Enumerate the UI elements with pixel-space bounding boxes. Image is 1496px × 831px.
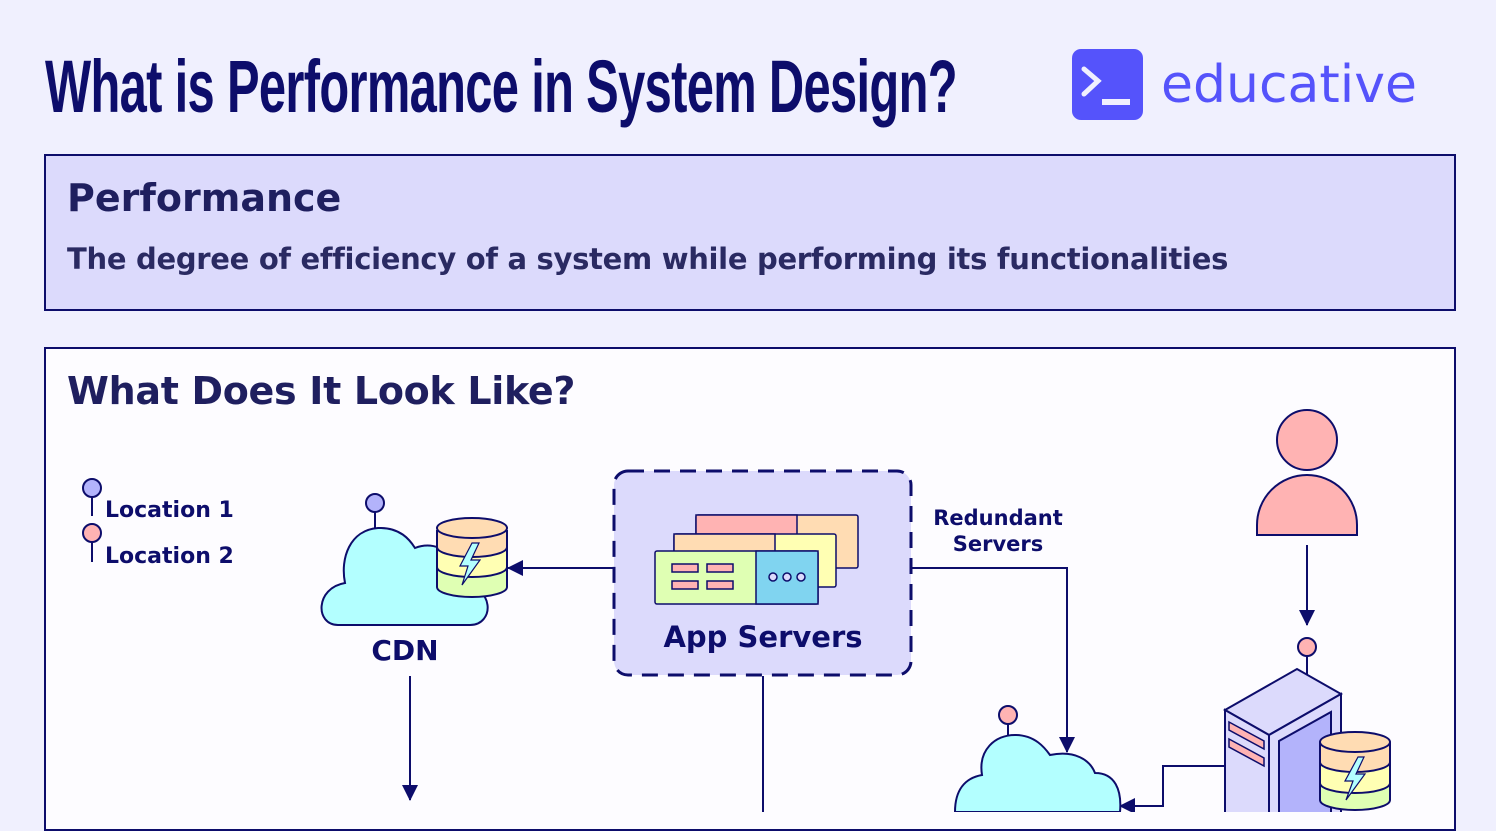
server-tower-icon <box>1222 637 1344 812</box>
redundant-servers-label-2: Servers <box>953 532 1044 556</box>
legend-label-location-1: Location 1 <box>105 498 234 523</box>
app-servers-label: App Servers <box>663 620 862 654</box>
server-stack-icon <box>654 514 859 605</box>
location-2-pin-icon <box>82 523 102 562</box>
server-to-cloud-arrow <box>1119 765 1225 812</box>
educative-logo: educative <box>1072 49 1417 120</box>
user-icon <box>1256 409 1358 536</box>
definition-box: Performance The degree of efficiency of … <box>44 154 1456 311</box>
cdn-label: CDN <box>371 634 438 667</box>
logo-text: educative <box>1161 54 1418 115</box>
server-database-icon <box>1319 731 1391 811</box>
location-1-pin-icon <box>82 478 102 516</box>
legend-label-location-2: Location 2 <box>105 544 234 569</box>
definition-text: The degree of efficiency of a system whi… <box>67 242 1229 276</box>
redundant-servers-label-1: Redundant <box>933 506 1063 530</box>
page-title: What is Performance in System Design? <box>45 45 958 128</box>
cdn-database-icon <box>436 517 508 598</box>
diagram-title: What Does It Look Like? <box>67 369 576 413</box>
definition-term: Performance <box>67 176 342 220</box>
system-diagram: Location 1 Location 2 CDN App Servers Re… <box>82 409 1391 812</box>
cloud-location-2-icon <box>953 705 1122 812</box>
redundant-arrow <box>912 567 1075 753</box>
terminal-icon <box>1072 49 1143 120</box>
